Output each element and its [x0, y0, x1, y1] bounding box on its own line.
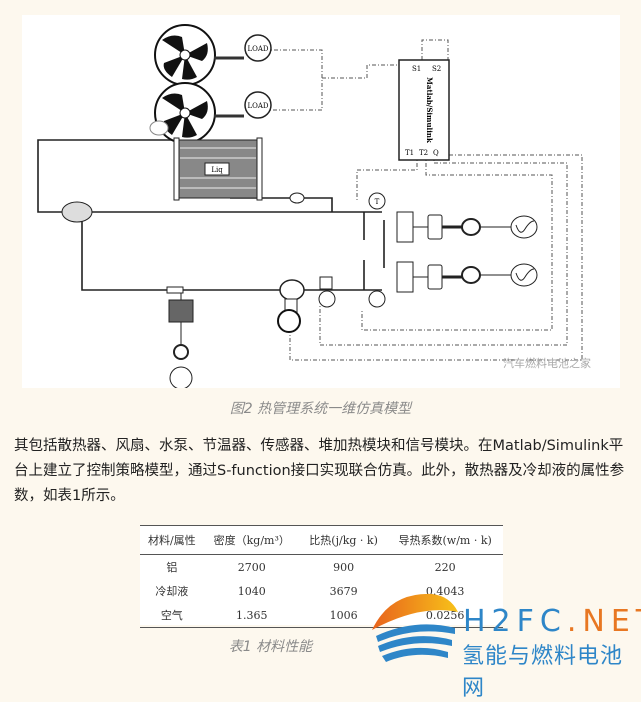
table-cell: 1040: [237, 584, 266, 598]
port-s1: S1: [412, 65, 421, 73]
load-label: LOAD: [247, 102, 268, 110]
reservoir-icon: [149, 120, 169, 136]
body-paragraph: 其包括散热器、风扇、水泵、节温器、传感器、堆加热模块和信号模块。在Matlab/…: [14, 438, 625, 504]
sensor-block: [319, 276, 333, 290]
table-cell: 2700: [237, 560, 266, 574]
load-label: LOAD: [247, 45, 268, 53]
thermostat-icon: [61, 201, 93, 223]
coolant-pipe-top: [37, 139, 382, 213]
diagram-watermark: 汽车燃料电池之家: [503, 356, 591, 370]
stack-heater-1: [396, 211, 538, 243]
matlab-simulink-block: Matlab/Simulink S1 S2 T1 T2 Q: [398, 59, 450, 161]
table-cell: 1.365: [235, 608, 268, 622]
table-cell: 1006: [329, 608, 358, 622]
figure-caption: 图2 热管理系统一维仿真模型: [229, 401, 412, 417]
column-header: 比热(j/kg · k): [309, 534, 378, 547]
load-motor-1: LOAD: [244, 34, 272, 62]
coolant-pipe-bottom: [81, 212, 382, 291]
logo-text-en: H2FC.NET: [463, 604, 641, 639]
fan-icon: [154, 24, 216, 86]
column-header: 导热系数(w/m · k): [398, 534, 492, 547]
fan-icon: [154, 82, 216, 144]
column-header: 材料/属性: [147, 534, 196, 547]
simulation-model-schematic: LOAD LOAD Matlab/Simulink S1 S2 T1 T2 Q …: [37, 24, 591, 390]
table-caption: 表1 材料性能: [228, 639, 313, 655]
body-text: 其包括散热器、风扇、水泵、节温器、传感器、堆加热模块和信号模块。在Matlab/…: [14, 434, 629, 509]
heat-source-branch: [166, 286, 194, 390]
radiator-label: Liq: [211, 166, 223, 174]
thermal-management-diagram: LOAD LOAD Matlab/Simulink S1 S2 T1 T2 Q …: [22, 15, 620, 390]
port-t1: T1: [405, 149, 414, 157]
table-row: 冷却液 1040 3679 0.4043: [140, 579, 503, 603]
logo-en-suffix: .NET: [566, 604, 641, 639]
table-cell: 空气: [160, 609, 183, 622]
table-cell: 900: [333, 560, 355, 574]
port-s2: S2: [432, 65, 441, 73]
column-header: 密度（kg/m³）: [213, 534, 290, 547]
controller-label: Matlab/Simulink: [425, 77, 434, 143]
flow-sensor: [318, 290, 336, 308]
temperature-sensor: T: [368, 192, 386, 210]
table-cell: 铝: [166, 561, 178, 574]
h2fc-logo: H2FC.NET 氢能与燃料电池网: [370, 590, 641, 701]
logo-en-main: H2FC: [463, 604, 567, 639]
port-t2: T2: [419, 149, 428, 157]
water-pump: [277, 279, 305, 333]
load-motor-2: LOAD: [244, 91, 272, 119]
table-row: 空气 1.365 1006 0.0256: [140, 603, 503, 628]
table-cell: 220: [434, 560, 456, 574]
table-cell: 0.4043: [425, 584, 465, 598]
logo-emblem-icon: [372, 593, 458, 662]
sensor-label: T: [375, 198, 380, 206]
table-row: 铝 2700 900 220: [140, 555, 503, 580]
radiator: Liq: [173, 137, 263, 201]
port-q: Q: [433, 149, 439, 157]
check-valve-icon: [289, 192, 305, 204]
table-header-row: 材料/属性 密度（kg/m³） 比热(j/kg · k) 导热系数(w/m · …: [140, 525, 503, 555]
table-cell: 3679: [329, 584, 358, 598]
logo-text-cn: 氢能与燃料电池网: [462, 644, 624, 701]
stack-heater-2: [396, 261, 538, 293]
table-cell: 0.0256: [425, 608, 465, 622]
temperature-sensor: [368, 290, 386, 308]
table-cell: 冷却液: [155, 585, 189, 598]
